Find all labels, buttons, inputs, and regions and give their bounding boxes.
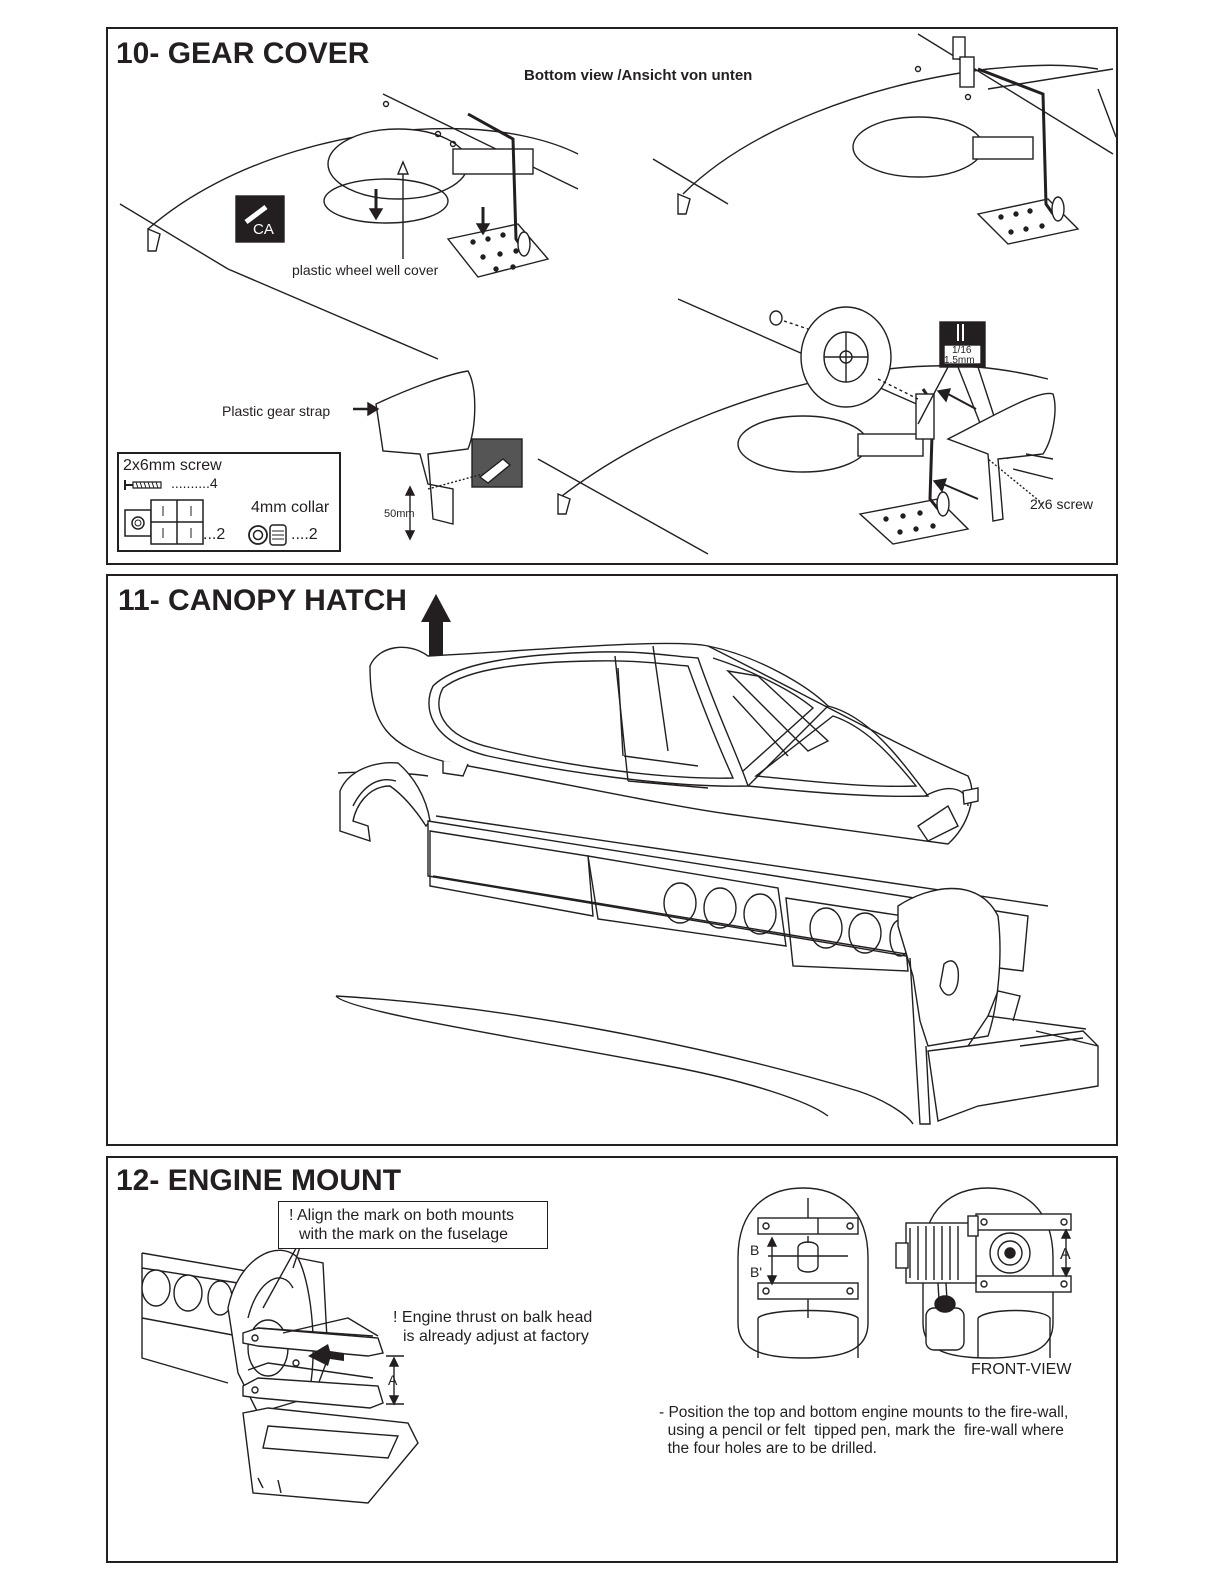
- thrust-note-line-2: is already adjust at factory: [403, 1328, 589, 1345]
- instruction-line-1: - Position the top and bottom engine mou…: [659, 1404, 1069, 1421]
- parts-collar-qty: ....2: [291, 526, 318, 543]
- parts-screw-qty: ..........4: [171, 475, 218, 491]
- drill-size-inch-label: 1/16: [952, 345, 972, 356]
- bottom-view-label: Bottom view /Ansicht von unten: [524, 67, 753, 84]
- gear-cover-illustration: [119, 33, 1117, 555]
- parts-collar-name: 4mm collar: [251, 499, 330, 516]
- instruction-line-2: using a pencil or felt tipped pen, mark …: [659, 1422, 1064, 1439]
- parts-list-box: 2x6mm screw ..........4 ...2 4mm collar …: [117, 452, 341, 552]
- screw-icon: [124, 480, 162, 490]
- parts-screw-name: 2x6mm screw: [123, 457, 222, 474]
- engine-mount-illustration: [141, 1187, 1072, 1504]
- section-title-canopy-hatch: 11- CANOPY HATCH: [118, 584, 407, 617]
- instruction-line-3: the four holes are to be drilled.: [659, 1440, 877, 1457]
- ca-glue-label: CA: [253, 221, 274, 238]
- gear-strap-part-icon: [124, 499, 204, 545]
- dimension-b-label: B: [750, 1242, 760, 1258]
- section-title-engine-mount: 12- ENGINE MOUNT: [116, 1164, 402, 1197]
- drill-size-mm-label: 1.5mm: [944, 355, 975, 366]
- dimension-a-side-label: A: [388, 1372, 398, 1388]
- front-view-label: FRONT-VIEW: [971, 1361, 1072, 1378]
- dimension-b-prime-label: B': [750, 1264, 763, 1280]
- wheel-well-cover-label: plastic wheel well cover: [292, 262, 439, 278]
- thrust-note-line-1: ! Engine thrust on balk head: [393, 1309, 593, 1326]
- gear-cover-panel: 10- GEAR COVER Bottom view /Ansicht von …: [106, 27, 1118, 565]
- align-note-box: ! Align the mark on both mounts with the…: [278, 1201, 548, 1249]
- canopy-hatch-panel: 11- CANOPY HATCH: [106, 574, 1118, 1146]
- engine-mount-panel: 12- ENGINE MOUNT ! Align the mark on bot…: [106, 1156, 1118, 1563]
- dimension-a-front-label: A: [1060, 1246, 1071, 1263]
- collar-icon: [248, 524, 287, 546]
- canopy-hatch-illustration: [335, 594, 1099, 1125]
- parts-strap-qty: ...2: [203, 526, 226, 543]
- section-title-gear-cover: 10- GEAR COVER: [116, 37, 370, 70]
- screw-label: 2x6 screw: [1030, 496, 1094, 512]
- align-note-line-2: with the mark on the fuselage: [299, 1226, 509, 1243]
- gear-strap-label: Plastic gear strap: [222, 403, 331, 419]
- thrust-note: ! Engine thrust on balk head is already …: [393, 1308, 633, 1346]
- align-note-line-1: ! Align the mark on both mounts: [289, 1207, 515, 1224]
- dimension-50mm-label: 50mm: [384, 508, 415, 520]
